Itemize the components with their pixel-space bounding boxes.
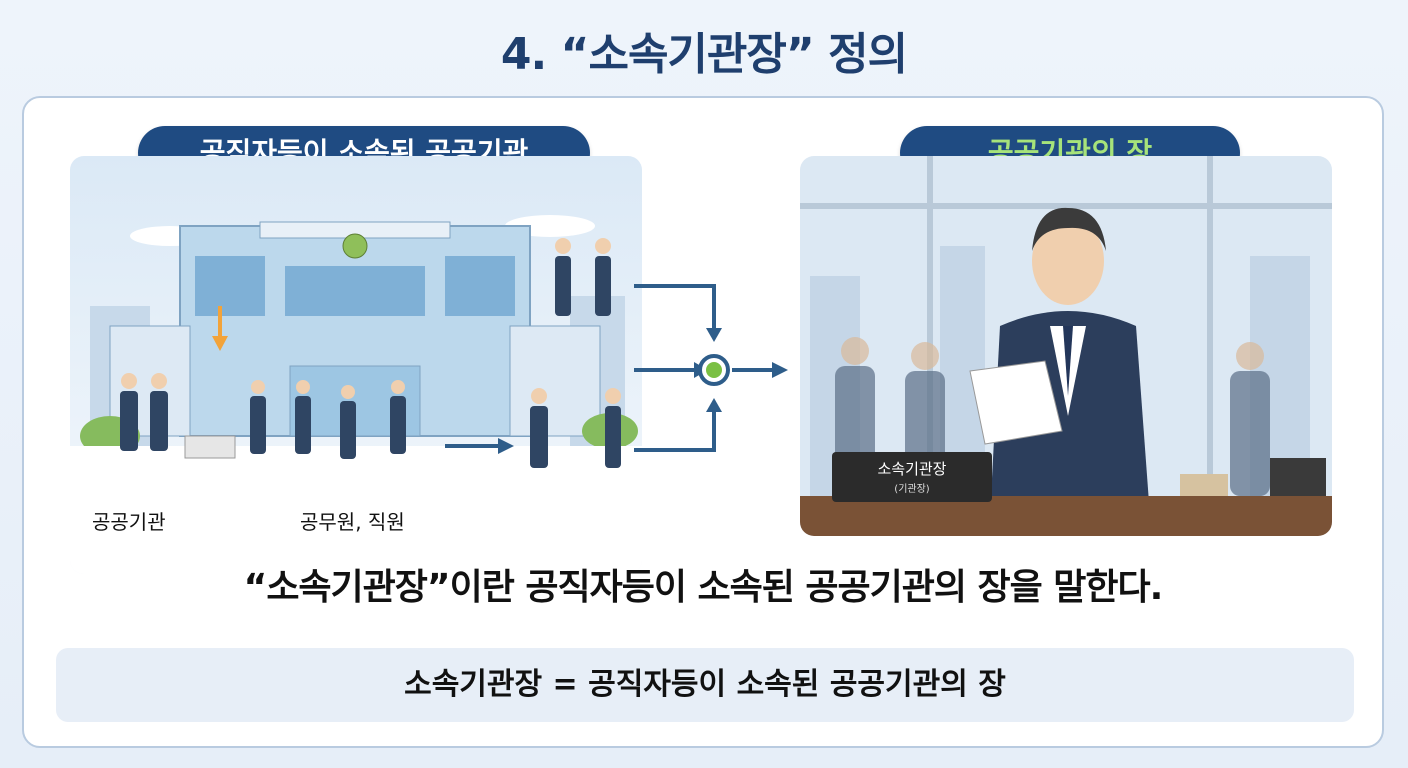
agency-building-illustration: [70, 156, 642, 574]
formula-text: 소속기관장 = 공직자등이 소속된 공공기관의 장: [404, 667, 1006, 702]
caption-staff: 공무원, 직원: [300, 510, 405, 534]
page-title: 4. “소속기관장” 정의: [500, 29, 908, 80]
head-illustration: 소속기관장 (기관장): [800, 156, 1332, 536]
nameplate-text: 소속기관장: [877, 460, 946, 478]
definition-sentence: “소속기관장”이란 공직자등이 소속된 공공기관의 장을 말한다.: [243, 567, 1164, 608]
nameplate: [832, 452, 992, 502]
caption-agency: 공공기관: [92, 510, 166, 534]
nameplate-sub: (기관장): [894, 483, 930, 495]
connector-dot: [706, 362, 722, 378]
definition-card: 공직자등이 소속된 공공기관 공공기관의 장: [22, 96, 1384, 748]
agency-illustration: [70, 156, 642, 574]
agency-head-illustration: 소속기관장 (기관장): [800, 156, 1332, 536]
connector-arrows: [634, 284, 788, 452]
formula-box: 소속기관장 = 공직자등이 소속된 공공기관의 장: [56, 648, 1354, 722]
